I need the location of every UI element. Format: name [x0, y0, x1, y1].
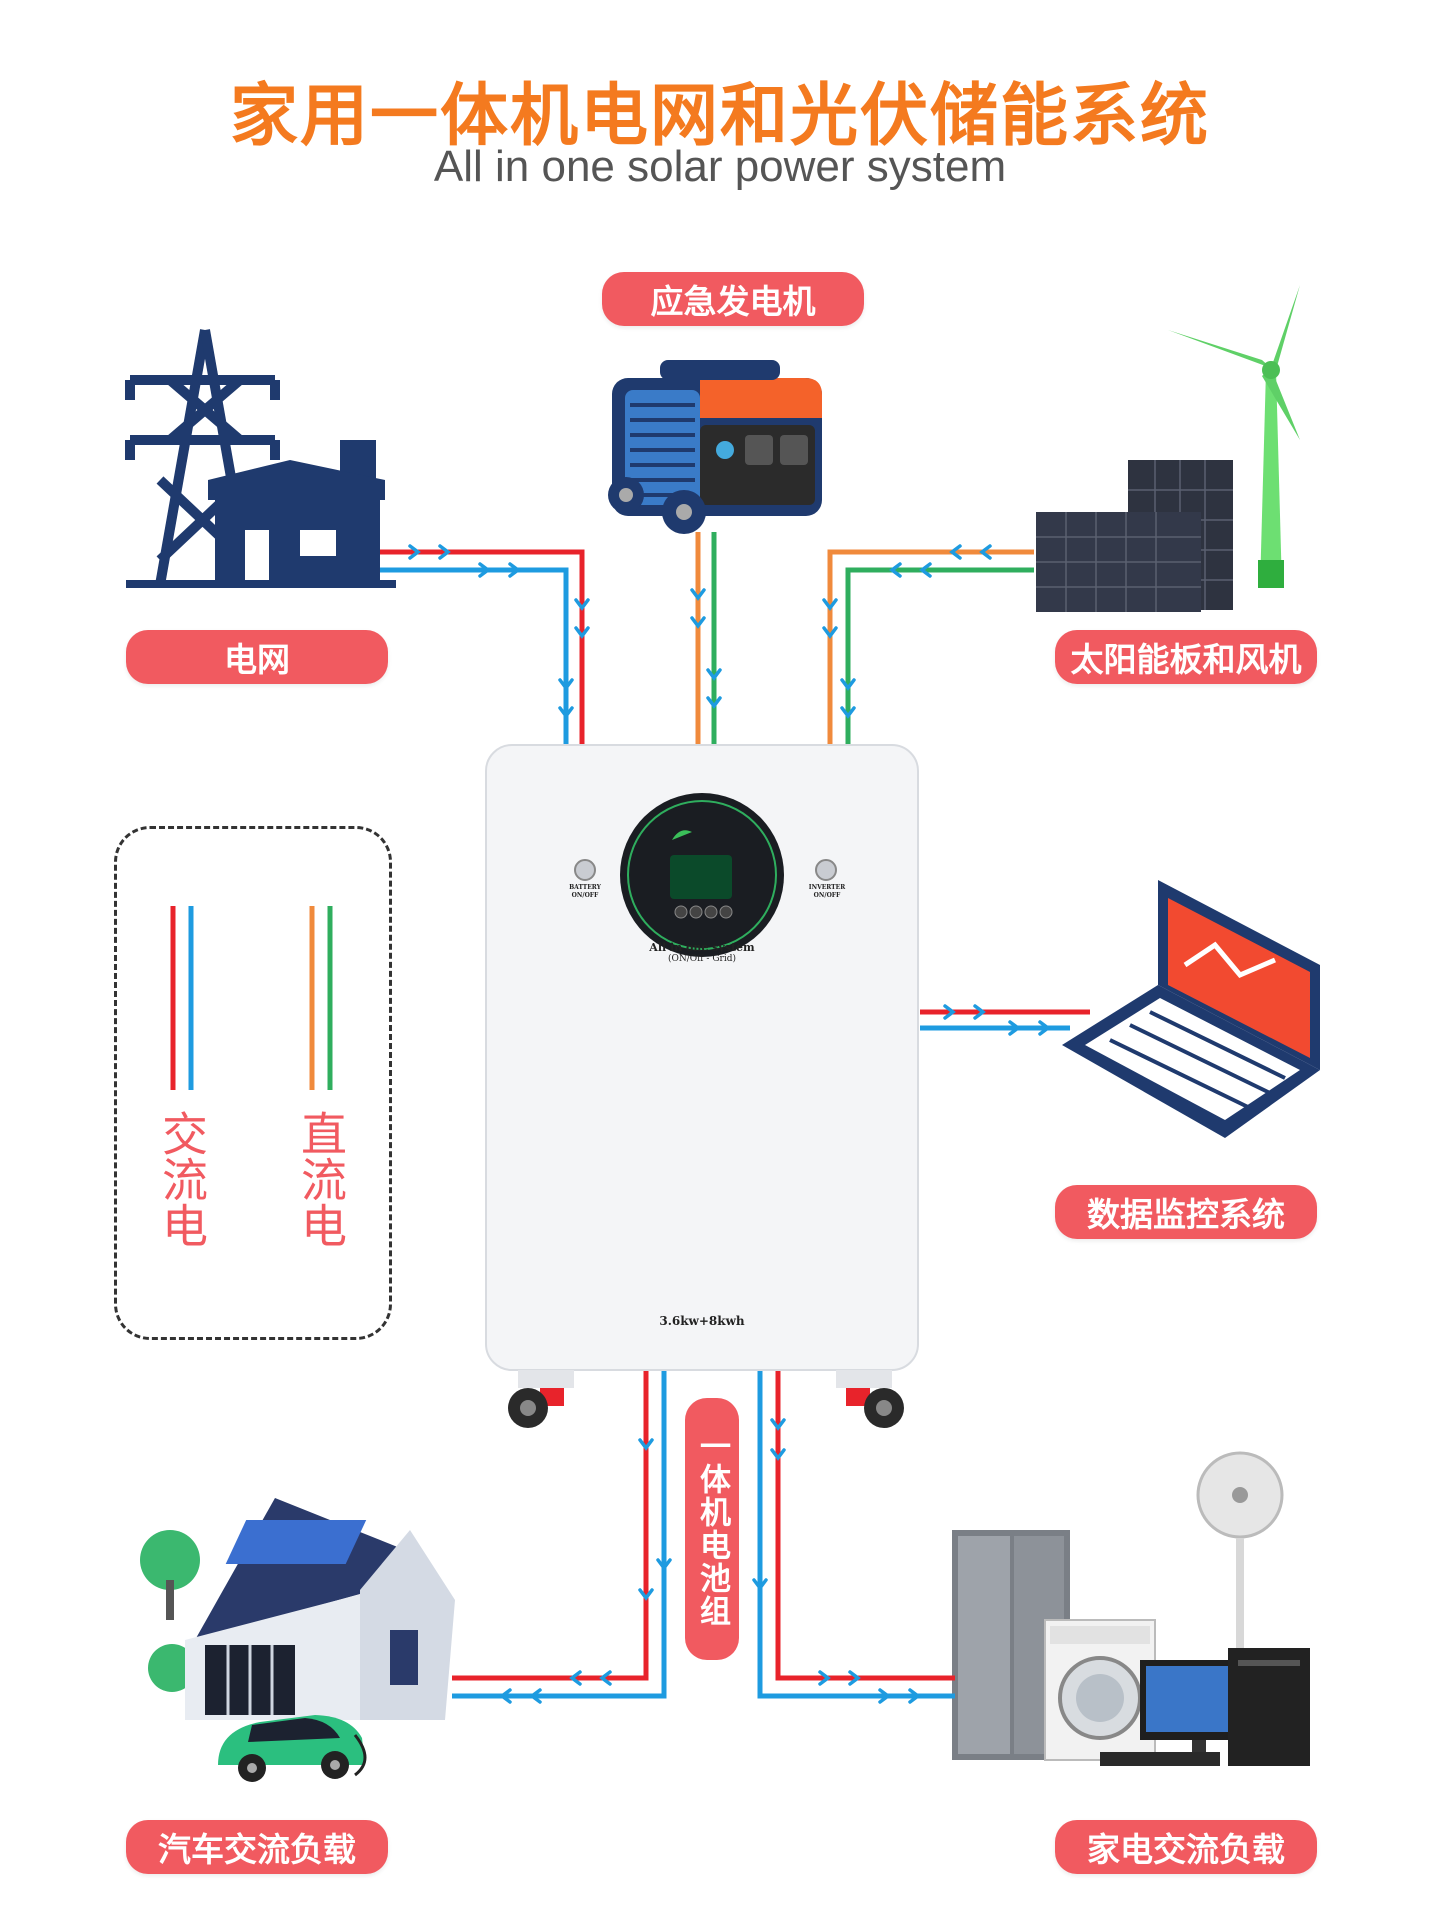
legend-dc-label: 直流电: [291, 1110, 351, 1256]
inverter-switch-label: INVERTER ON/OFF: [808, 884, 846, 899]
grid-house-icon: [126, 440, 396, 588]
unit-rating: 3.6kw+8kwh: [659, 1314, 745, 1328]
generator-icon: [608, 360, 822, 534]
legend-dc-text: 直流电: [294, 1110, 348, 1248]
appliance-load-lines: [757, 1370, 955, 1699]
generator-dc-lines: [695, 532, 717, 748]
unit-display-sub: (ON/Off - Grid): [668, 954, 736, 964]
legend-box: [114, 826, 392, 1340]
legend-lines: [170, 906, 333, 1090]
label-generator: 应急发电机: [602, 272, 864, 326]
label-appliance-load: 家电交流负载: [1055, 1820, 1317, 1874]
flow-arrows: [408, 544, 1051, 1704]
monitoring-lines: [920, 1009, 1090, 1031]
laptop-icon: [1062, 880, 1320, 1138]
label-battery: 一体机电池组: [685, 1398, 739, 1660]
ev-house-icon: [140, 1498, 455, 1782]
car-load-lines: [452, 1370, 667, 1699]
label-car-load: 汽车交流负载: [126, 1820, 388, 1874]
all-in-one-unit: [485, 744, 919, 1428]
legend-ac-label: 交流电: [152, 1110, 212, 1256]
battery-switch-label: BATTERY ON/OFF: [569, 884, 601, 899]
label-solar-wind: 太阳能板和风机: [1055, 630, 1317, 684]
label-grid: 电网: [126, 630, 388, 684]
label-battery-text: 一体机电池组: [694, 1430, 730, 1628]
page-title: 家用一体机电网和光伏储能系统: [229, 77, 1210, 156]
wind-turbine-icon: [1168, 285, 1300, 588]
page-subtitle: All in one solar power system: [433, 142, 1007, 191]
home-appliances-icon: [952, 1451, 1310, 1766]
unit-display-title: All in one system: [649, 941, 755, 954]
grid-ac-lines: [380, 549, 585, 748]
label-monitoring: 数据监控系统: [1055, 1185, 1317, 1239]
legend-ac-text: 交流电: [155, 1110, 209, 1248]
solar-panel-icon: [1036, 460, 1233, 612]
solar-dc-lines: [827, 549, 1034, 748]
